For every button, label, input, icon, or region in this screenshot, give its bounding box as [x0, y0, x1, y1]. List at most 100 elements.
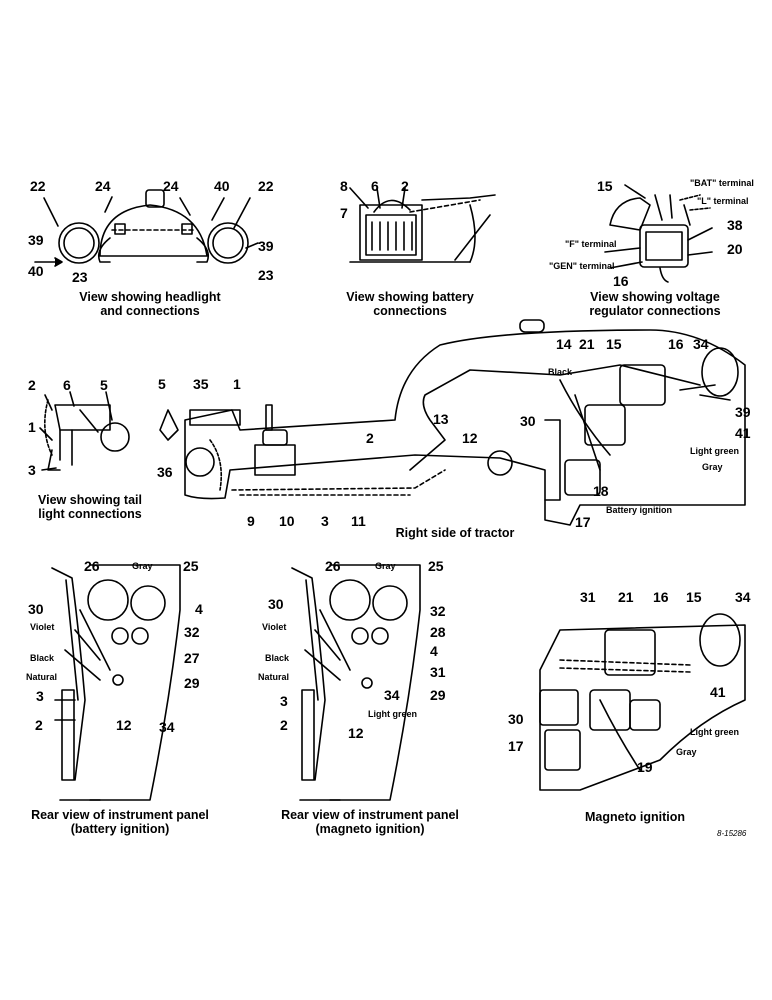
caption-line: regulator connections: [589, 304, 721, 318]
wire-label-light-green: Light green: [690, 446, 739, 456]
ammeter: [87, 579, 129, 621]
caption-line: (magneto ignition): [315, 822, 425, 836]
callout: 34: [159, 719, 175, 735]
callout: 2: [401, 178, 409, 194]
callout: 11: [351, 513, 366, 529]
callout: 17: [508, 738, 524, 754]
generator: [619, 364, 666, 406]
callout: 29: [430, 687, 446, 703]
callout: 24: [95, 178, 111, 194]
callout: 12: [116, 717, 132, 733]
wire-label-natural: Natural: [26, 672, 57, 682]
wire-label-violet: Violet: [262, 622, 286, 632]
magneto-view: [539, 613, 746, 791]
wire-label-gray: Gray: [702, 462, 723, 472]
callout: 6: [63, 377, 71, 393]
tail-lamp: [100, 422, 130, 452]
battery-view: [349, 187, 496, 263]
callout: 28: [430, 624, 446, 640]
callout: 8: [340, 178, 348, 194]
tractor-right-side: [159, 319, 746, 526]
headlight-view: [34, 189, 259, 267]
caption-line: Magneto ignition: [585, 810, 685, 824]
caption-battery: View showing battery connections: [330, 290, 490, 318]
callout: 23: [258, 267, 274, 283]
magneto-body: [539, 624, 746, 791]
callout: 3: [28, 462, 36, 478]
callout: 20: [727, 241, 743, 257]
callout: 13: [433, 411, 449, 427]
callout: 15: [597, 178, 613, 194]
callout: 12: [462, 430, 478, 446]
callout: 21: [579, 336, 595, 352]
callout: 34: [735, 589, 751, 605]
panel-battery-frame: [89, 564, 181, 801]
left-headlamp: [58, 222, 100, 264]
callout: 40: [214, 178, 230, 194]
callout: 16: [668, 336, 684, 352]
caption-line: View showing headlight: [79, 290, 221, 304]
callout: 14: [556, 336, 572, 352]
right-headlamp: [207, 222, 249, 264]
right-side-headlamp: [701, 347, 739, 397]
callout: 1: [233, 376, 241, 392]
caption-line: View showing battery: [346, 290, 474, 304]
f-terminal-label: "F" terminal: [565, 239, 617, 249]
caption-line: light connections: [38, 507, 142, 521]
caption-line: connections: [373, 304, 447, 318]
wire-label-gray: Gray: [676, 747, 697, 757]
callout: 41: [735, 425, 751, 441]
callout: 31: [430, 664, 446, 680]
wire-label-black: Black: [265, 653, 290, 663]
wire-label-natural: Natural: [258, 672, 289, 682]
callout: 9: [247, 513, 255, 529]
wire-label-violet: Violet: [30, 622, 54, 632]
wire-label-black: Black: [548, 367, 573, 377]
callout: 5: [158, 376, 166, 392]
figure-code: 8-15286: [717, 829, 747, 838]
voltage-regulator: [639, 224, 689, 268]
callout: 30: [28, 601, 44, 617]
caption-taillight: View showing tail light connections: [15, 493, 165, 521]
gauge: [130, 585, 166, 621]
callout: 4: [430, 643, 438, 659]
caption-line: Right side of tractor: [395, 526, 515, 540]
callout: 32: [430, 603, 446, 619]
caption-line: View showing voltage: [590, 290, 720, 304]
callout: 2: [35, 717, 43, 733]
callout: 6: [371, 178, 379, 194]
regulator-bracket: [609, 197, 651, 231]
callout: 23: [72, 269, 88, 285]
callout: 39: [258, 238, 274, 254]
regulator-view: [604, 184, 713, 283]
callout: 15: [686, 589, 702, 605]
caption-line: (battery ignition): [70, 822, 170, 836]
taillight-view: [39, 391, 130, 471]
tail-lamp-side: [159, 409, 179, 441]
battery-box: [359, 204, 423, 261]
l-terminal-label: "L" terminal: [697, 196, 749, 206]
wire-label-light-green: Light green: [690, 727, 739, 737]
callout: 21: [618, 589, 634, 605]
caption-magneto: Magneto ignition: [560, 810, 710, 824]
caption-line: Rear view of instrument panel: [31, 808, 209, 822]
callout: 4: [195, 601, 203, 617]
caption-right-side: Right side of tractor: [370, 526, 540, 540]
callout: 29: [184, 675, 200, 691]
callout: 12: [348, 725, 364, 741]
callout: 19: [637, 759, 653, 775]
callout: 24: [163, 178, 179, 194]
callout: 30: [520, 413, 536, 429]
callout: 26: [325, 558, 341, 574]
battery-ignition-coil: [564, 459, 601, 496]
wire-label-black: Black: [30, 653, 55, 663]
callout: 26: [84, 558, 100, 574]
callout: 16: [653, 589, 669, 605]
tractor-body: [184, 329, 746, 526]
callout: 35: [193, 376, 209, 392]
caption-panel-magneto: Rear view of instrument panel (magneto i…: [260, 808, 480, 836]
callout: 31: [580, 589, 596, 605]
wire-label-gray: Gray: [132, 561, 153, 571]
callout: 22: [258, 178, 274, 194]
callout: 39: [735, 404, 751, 420]
